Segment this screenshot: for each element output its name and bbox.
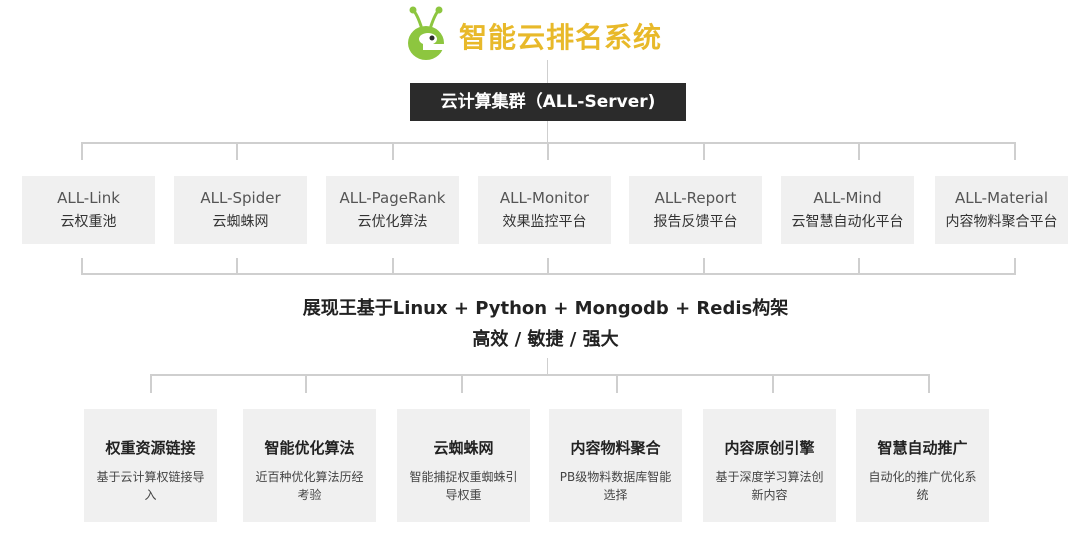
- system-title: 智能云排名系统: [459, 21, 663, 54]
- connector: [81, 273, 1016, 275]
- module-en-label: ALL-Mind: [813, 189, 882, 207]
- feature-title: 内容物料聚合: [570, 439, 661, 457]
- feature-title: 智能优化算法: [264, 439, 355, 457]
- connector: [1014, 258, 1016, 275]
- feature-desc: 智能捕捉权重蜘蛛引导权重: [409, 470, 518, 502]
- feature-cloud-spider: 云蜘蛛网 智能捕捉权重蜘蛛引导权重: [397, 409, 530, 522]
- connector: [703, 258, 705, 275]
- connector: [547, 358, 548, 374]
- module-en-label: ALL-PageRank: [339, 189, 446, 207]
- connector: [858, 258, 860, 275]
- connector: [616, 374, 618, 393]
- module-zh-label: 云优化算法: [357, 214, 428, 230]
- ant-e-logo-icon: [408, 6, 445, 60]
- feature-title: 智慧自动推广: [877, 439, 968, 457]
- module-zh-label: 效果监控平台: [502, 214, 587, 230]
- connector: [81, 142, 83, 160]
- module-zh-label: 云智慧自动化平台: [791, 214, 904, 230]
- connector: [547, 121, 548, 142]
- module-zh-label: 报告反馈平台: [653, 214, 738, 230]
- slogan-text: 高效 / 敏捷 / 强大: [472, 329, 619, 350]
- module-en-label: ALL-Link: [57, 189, 120, 207]
- connector: [547, 60, 548, 83]
- connector: [305, 374, 307, 393]
- module-all-report: ALL-Report 报告反馈平台: [629, 176, 762, 244]
- module-all-link: ALL-Link 云权重池: [22, 176, 155, 244]
- feature-desc: 近百种优化算法历经考验: [255, 470, 364, 502]
- module-en-label: ALL-Spider: [200, 189, 281, 207]
- feature-title: 权重资源链接: [105, 439, 196, 457]
- connector: [236, 258, 238, 275]
- module-all-material: ALL-Material 内容物料聚合平台: [935, 176, 1068, 244]
- module-zh-label: 云权重池: [60, 214, 117, 230]
- feature-desc: 基于深度学习算法创新内容: [715, 470, 824, 502]
- module-zh-label: 内容物料聚合平台: [945, 214, 1058, 230]
- connector: [392, 142, 394, 160]
- module-all-pagerank: ALL-PageRank 云优化算法: [326, 176, 459, 244]
- feature-original-engine: 内容原创引擎 基于深度学习算法创新内容: [703, 409, 836, 522]
- module-all-mind: ALL-Mind 云智慧自动化平台: [781, 176, 914, 244]
- feature-title: 云蜘蛛网: [433, 439, 494, 457]
- module-all-monitor: ALL-Monitor 效果监控平台: [478, 176, 611, 244]
- connector: [81, 258, 83, 275]
- module-en-label: ALL-Monitor: [499, 189, 590, 207]
- feature-desc: PB级物料数据库智能选择: [559, 470, 672, 502]
- feature-title: 内容原创引擎: [724, 439, 815, 457]
- connector: [236, 142, 238, 160]
- connector: [928, 374, 930, 393]
- architecture-text: 展现王基于Linux + Python + Mongodb + Redis构架: [302, 298, 789, 319]
- module-zh-label: 云蜘蛛网: [212, 214, 269, 230]
- module-en-label: ALL-Material: [954, 189, 1049, 207]
- module-en-label: ALL-Report: [654, 189, 737, 207]
- feature-desc: 基于云计算权链接导入: [96, 470, 205, 502]
- feature-weight-link: 权重资源链接 基于云计算权链接导入: [84, 409, 217, 522]
- module-all-spider: ALL-Spider 云蜘蛛网: [174, 176, 307, 244]
- connector: [150, 374, 930, 376]
- connector: [150, 374, 152, 393]
- server-cluster-box: 云计算集群（ALL-Server): [410, 83, 686, 121]
- connector: [547, 258, 549, 275]
- feature-smart-algorithm: 智能优化算法 近百种优化算法历经考验: [243, 409, 376, 522]
- feature-desc: 自动化的推广优化系统: [868, 470, 977, 502]
- connector: [772, 374, 774, 393]
- connector: [547, 142, 549, 160]
- feature-content-aggregation: 内容物料聚合 PB级物料数据库智能选择: [549, 409, 682, 522]
- connector: [392, 258, 394, 275]
- connector: [858, 142, 860, 160]
- connector: [703, 142, 705, 160]
- connector: [1014, 142, 1016, 160]
- connector: [461, 374, 463, 393]
- feature-auto-promotion: 智慧自动推广 自动化的推广优化系统: [856, 409, 989, 522]
